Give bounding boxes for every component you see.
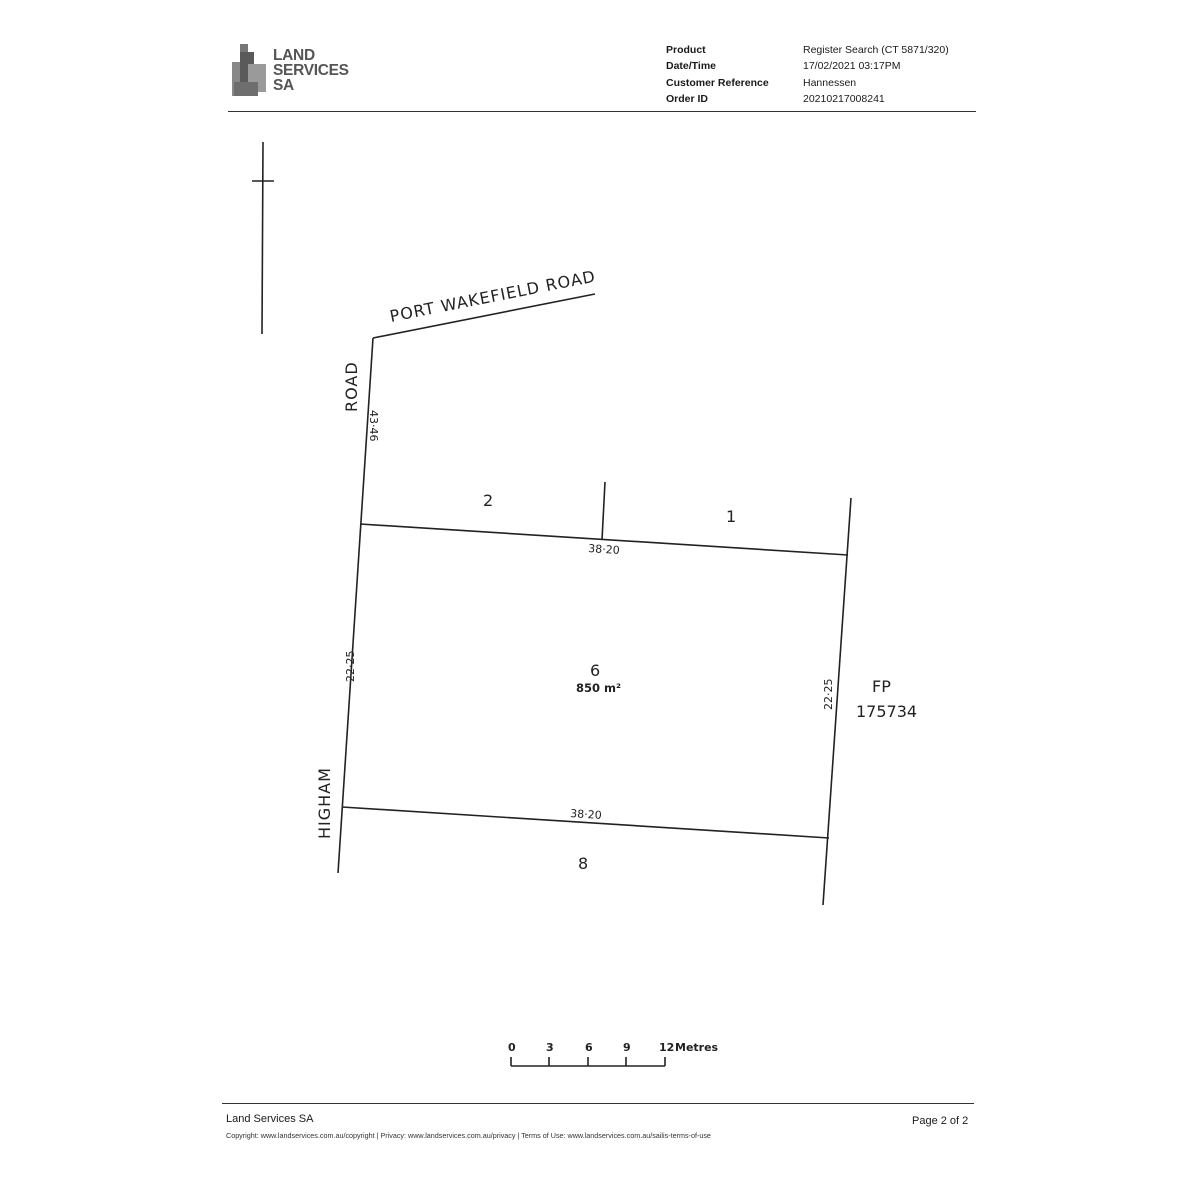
logo-wordmark: LAND SERVICES SA — [273, 47, 349, 94]
port-wakefield-road-boundary — [372, 293, 596, 339]
lot-label-1: 1 — [726, 507, 736, 526]
footer-copyright: Copyright: www.landservices.com.au/copyr… — [226, 1131, 711, 1140]
scale-tick-6: 6 — [585, 1041, 593, 1054]
lot-6-north-boundary — [359, 523, 849, 556]
meta-label: Order ID — [666, 93, 709, 106]
order-meta-table: Product Register Search (CT 5871/320) Da… — [666, 42, 949, 108]
scale-tick-12: 12 — [659, 1041, 674, 1054]
lot-1-2-divider — [601, 481, 606, 541]
meta-value: Hannessen — [803, 76, 857, 89]
lot-6-area: 850 m² — [576, 681, 621, 695]
scale-unit: Metres — [675, 1041, 719, 1054]
dimension-bottom: 38·20 — [570, 807, 602, 822]
logo-line-2: SERVICES — [273, 62, 349, 79]
scale-tick-0: 0 — [508, 1041, 516, 1054]
dimension-left: 22·25 — [344, 651, 357, 683]
lot-label-6: 6 — [590, 661, 600, 680]
meta-row-datetime: Date/Time 17/02/2021 03:17PM — [666, 58, 949, 74]
meta-row-order-id: Order ID 20210217008241 — [666, 91, 949, 107]
logo-line-3: SA — [273, 77, 294, 94]
meta-label: Date/Time — [666, 60, 716, 73]
scale-tick-9: 9 — [623, 1041, 631, 1054]
footer-divider — [222, 1103, 974, 1104]
meta-row-product: Product Register Search (CT 5871/320) — [666, 42, 949, 58]
logo-line-1: LAND — [273, 47, 315, 64]
road-label-higham: HIGHAM — [315, 767, 334, 839]
fp-number: 175734 — [856, 702, 917, 721]
road-label-road: ROAD — [342, 361, 361, 412]
lot-label-8: 8 — [578, 854, 588, 873]
scale-bar: 0 3 6 9 12 Metres — [508, 1041, 719, 1067]
scale-tick-3: 3 — [546, 1041, 554, 1054]
lot-6-east-boundary — [822, 497, 852, 906]
header-divider — [228, 111, 976, 112]
higham-road-boundary — [337, 337, 374, 874]
dimension-right: 22·25 — [822, 679, 835, 711]
dimension-frontage: 43·46 — [367, 410, 380, 442]
lot-label-2: 2 — [483, 491, 493, 510]
land-services-logo-icon — [232, 44, 266, 96]
fp-label: FP — [872, 677, 891, 696]
meta-label: Product — [666, 44, 706, 56]
meta-row-customer-reference: Customer Reference Hannessen — [666, 75, 949, 91]
north-arrow-icon — [252, 141, 274, 335]
lot-6-south-boundary — [341, 806, 830, 839]
meta-value: 17/02/2021 03:17PM — [803, 60, 901, 73]
footer-org: Land Services SA — [226, 1113, 314, 1125]
road-label-port-wakefield: PORT WAKEFIELD ROAD — [388, 267, 597, 326]
meta-label: Customer Reference — [666, 76, 769, 89]
dimension-top: 38·20 — [588, 542, 620, 557]
footer-page-number: Page 2 of 2 — [912, 1115, 969, 1127]
meta-value: Register Search (CT 5871/320) — [803, 44, 949, 56]
meta-value: 20210217008241 — [803, 93, 885, 106]
